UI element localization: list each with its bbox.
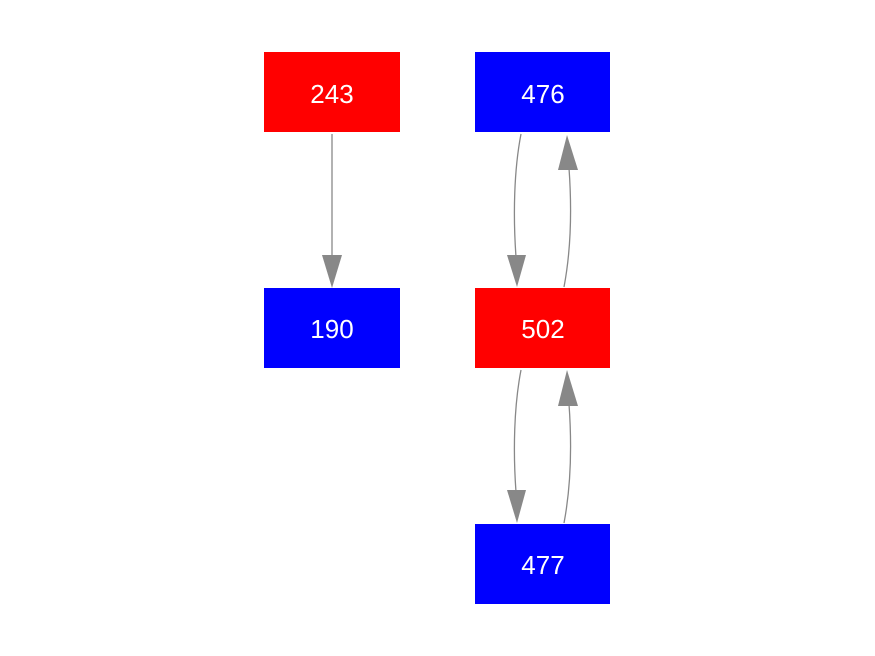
- edge-502-476: [558, 135, 578, 288]
- node-476-label: 476: [521, 79, 564, 109]
- node-502[interactable]: 502: [475, 288, 610, 368]
- node-477[interactable]: 477: [475, 524, 610, 604]
- edge-476-502: [507, 133, 526, 287]
- edge-502-477: [507, 369, 526, 523]
- node-243-box: [264, 52, 400, 132]
- node-190-box: [264, 288, 400, 368]
- edges: [322, 133, 578, 524]
- node-502-box: [475, 288, 610, 368]
- edge-243-190: [322, 134, 342, 288]
- node-476-box: [475, 52, 610, 132]
- node-243-label: 243: [310, 79, 353, 109]
- nodes: 243 190 476 502 477: [264, 52, 610, 604]
- node-502-label: 502: [521, 314, 564, 344]
- node-477-box: [475, 524, 610, 604]
- node-477-label: 477: [521, 550, 564, 580]
- edge-477-502: [558, 370, 578, 524]
- node-476[interactable]: 476: [475, 52, 610, 132]
- node-243[interactable]: 243: [264, 52, 400, 132]
- node-190-label: 190: [310, 314, 353, 344]
- node-190[interactable]: 190: [264, 288, 400, 368]
